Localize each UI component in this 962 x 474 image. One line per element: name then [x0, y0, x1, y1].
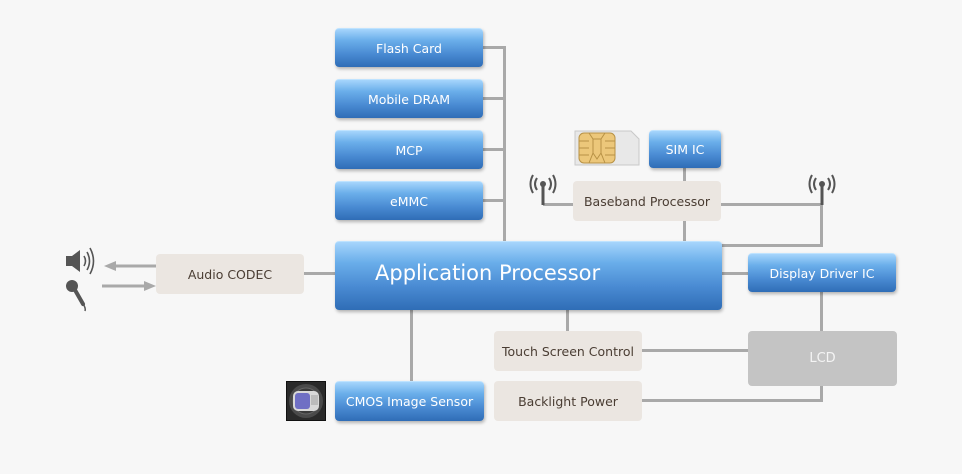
wire-flash-card [483, 46, 505, 49]
lcd-box: LCD [748, 331, 897, 386]
cmos-image-sensor-box: CMOS Image Sensor [335, 381, 484, 421]
display-driver-ic-label: Display Driver IC [769, 265, 875, 281]
wire-emmc [483, 199, 505, 202]
wire-mobile-dram [483, 97, 505, 100]
wire-mcp [483, 148, 505, 151]
application-processor-label: Application Processor [375, 261, 601, 285]
audio-codec-box: Audio CODEC [156, 254, 304, 294]
wire-sim-baseband [683, 168, 686, 182]
antenna-icon [808, 174, 836, 205]
baseband-processor-label: Baseband Processor [583, 193, 711, 209]
flash-card-label: Flash Card [376, 40, 442, 56]
wire-ap-display-driver [721, 272, 749, 275]
mobile-dram-box: Mobile DRAM [335, 79, 483, 118]
mcp-label: MCP [395, 142, 423, 158]
baseband-processor-box: Baseband Processor [573, 181, 721, 221]
memory-bus-vertical [503, 46, 506, 242]
sim-card-icon [574, 130, 640, 166]
backlight-power-box: Backlight Power [494, 381, 642, 421]
wire-touch-lcd [642, 349, 749, 352]
wire-lcd-backlight-vertical [820, 385, 823, 402]
touch-screen-control-box: Touch Screen Control [494, 331, 642, 371]
wire-backlight-lcd [642, 399, 823, 402]
sim-ic-box: SIM IC [649, 130, 721, 168]
backlight-power-label: Backlight Power [518, 393, 618, 409]
cmos-image-sensor-label: CMOS Image Sensor [345, 394, 474, 409]
wire-right-antenna-ap [721, 244, 823, 247]
speaker-icon [66, 247, 95, 275]
wire-ap-cmos [410, 310, 413, 382]
flash-card-box: Flash Card [335, 28, 483, 67]
display-driver-ic-box: Display Driver IC [748, 253, 896, 292]
camera-module-icon [286, 381, 326, 421]
antenna-icon [529, 174, 557, 205]
wire-baseband-right-antenna [721, 203, 823, 206]
sim-ic-label: SIM IC [665, 142, 705, 157]
lcd-label: LCD [809, 351, 836, 366]
emmc-box: eMMC [335, 181, 483, 220]
mobile-dram-label: Mobile DRAM [367, 91, 451, 107]
wire-codec-ap [304, 272, 336, 275]
touch-screen-control-label: Touch Screen Control [502, 343, 634, 359]
application-processor-box: Application Processor [335, 241, 722, 310]
wire-left-antenna-stub [543, 203, 574, 206]
audio-arrows [102, 261, 156, 291]
audio-codec-label: Audio CODEC [187, 266, 273, 282]
mcp-box: MCP [335, 130, 483, 169]
wire-right-antenna-vertical [820, 203, 823, 247]
arrow-to-speaker [104, 261, 116, 271]
arrow-to-codec [144, 281, 156, 291]
wire-baseband-ap [683, 220, 686, 242]
wire-ap-touch [566, 310, 569, 332]
emmc-label: eMMC [390, 193, 428, 209]
microphone-icon [66, 280, 86, 312]
wire-display-driver-lcd [820, 292, 823, 332]
